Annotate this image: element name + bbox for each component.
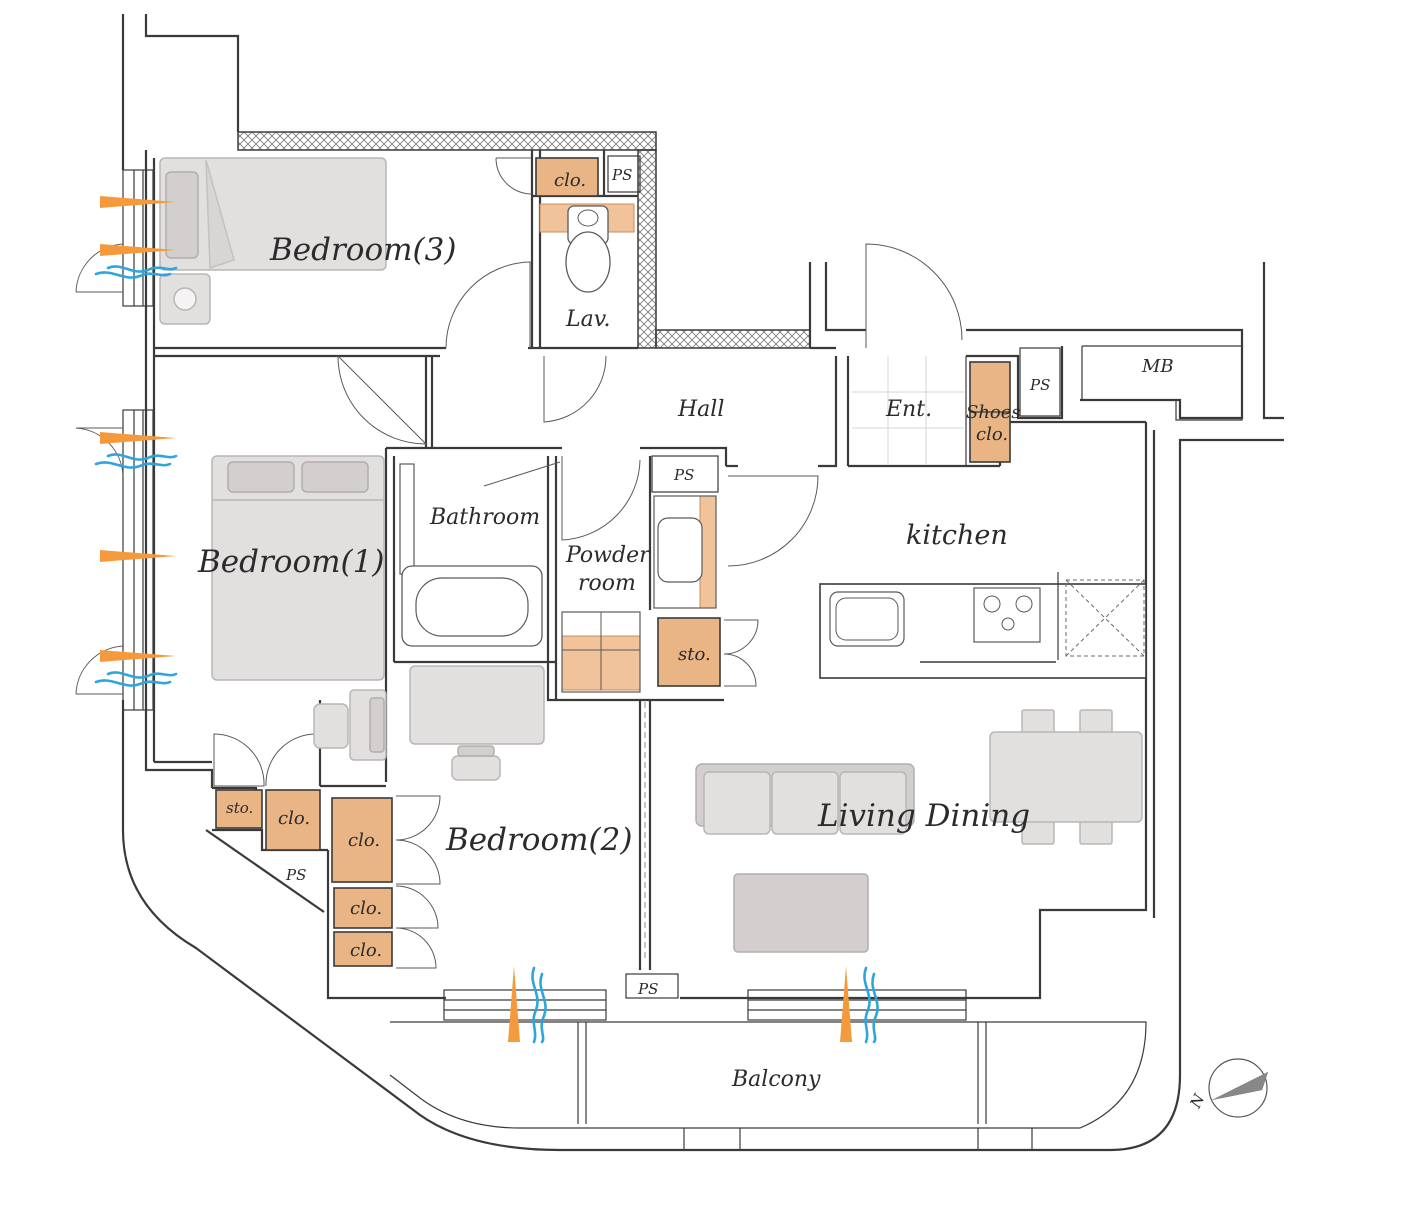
ventilation-arrows [94,196,879,1044]
room-label-shoes: Shoes [966,402,1021,423]
entrance-tiles [852,356,967,466]
room-label-mb: MB [1141,356,1174,377]
storage-label-clo: clo. [554,170,586,191]
shaft-label-ps: PS [637,980,658,998]
doors [75,157,963,969]
storage-label-clo: clo. [348,830,380,851]
room-label-bedroom1: Bedroom(1) [197,544,384,580]
compass-north-label: N [1186,1090,1209,1111]
storage-label-clo: clo. [350,940,382,961]
hatched-wall [637,149,657,349]
room-label-lav: Lav. [565,307,611,332]
room-label-hall: Hall [677,397,724,422]
room-label-powder-room: room [578,571,636,596]
room-label-bedroom3: Bedroom(3) [269,232,456,268]
hatched-wall [237,131,657,151]
storage-label-sto: sto. [226,799,253,817]
shaft-label-ps: PS [285,866,306,884]
shaft-label-ps: PS [673,466,694,484]
shafts [607,155,1243,493]
room-label-living-dining: Living Dining [817,798,1030,834]
room-labels: Bedroom(3) Bedroom(1) Bedroom(2) Lav. Ha… [197,232,1174,1092]
room-label-shoes-clo: clo. [976,424,1008,445]
room-label-bedroom2: Bedroom(2) [445,822,632,858]
room-label-bathroom: Bathroom [429,505,540,530]
shaft-label-ps: PS [1029,376,1050,394]
storage-label-clo: clo. [278,808,310,829]
room-label-ent: Ent. [885,397,932,422]
room-label-balcony: Balcony [731,1067,821,1092]
furniture [159,157,1147,953]
storage-label-clo: clo. [350,898,382,919]
storage-labels: clo. PS PS PS PS PS sto. sto. clo. clo. … [226,166,1050,998]
storage-label-sto: sto. [678,644,711,665]
shaft-label-ps: PS [611,166,632,184]
room-label-kitchen: kitchen [906,520,1008,551]
compass: N [1186,1058,1268,1118]
room-label-powder: Powder [565,543,651,568]
hatched-wall [655,329,811,349]
